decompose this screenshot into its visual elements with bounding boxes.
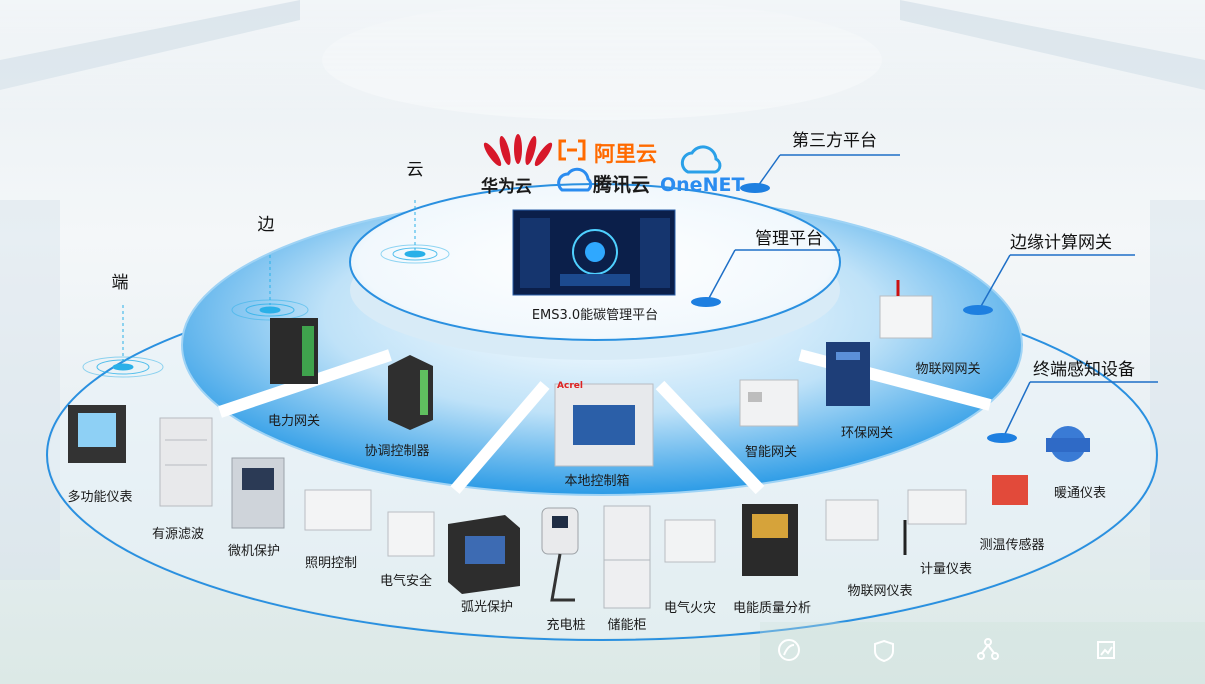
edge-device-label: 电力网关	[267, 414, 321, 429]
edge-device-label: 本地控制箱	[564, 474, 630, 489]
tencent-cloud-label: 腾讯云	[593, 174, 651, 196]
edge-device-label: 环保网关	[840, 426, 894, 441]
temperature-sensor-device	[992, 475, 1028, 505]
end-device-label: 多功能仪表	[67, 490, 133, 505]
network-icon	[977, 638, 999, 660]
huawei-logo-icon	[483, 134, 553, 167]
power-gateway-device	[270, 318, 318, 384]
aliyun-logo-icon	[558, 139, 586, 161]
cloud-pulse	[380, 200, 450, 264]
end-device-label: 微机保护	[227, 544, 281, 559]
end-device-label: 暖通仪表	[1053, 486, 1107, 501]
iot-meter-device	[825, 499, 907, 555]
callout-management	[691, 249, 840, 307]
end-device-label: 电气火灾	[663, 601, 717, 616]
electrical-fire-device	[664, 519, 716, 563]
electrical-safety-device	[387, 511, 435, 557]
brand-label: Acrel	[557, 381, 583, 391]
tier-label-end: 端	[111, 273, 129, 293]
onenet-label: OneNET	[660, 174, 745, 196]
metering-meter-device	[907, 489, 967, 525]
callout-label-third-party: 第三方平台	[792, 131, 877, 151]
callout-terminal	[987, 381, 1158, 443]
hvac-meter-device	[1046, 426, 1090, 462]
microcomputer-protection-device	[231, 457, 285, 529]
leaf-icon	[778, 639, 800, 661]
end-device-label: 测温传感器	[979, 538, 1045, 553]
end-device-label: 物联网仪表	[847, 584, 913, 599]
charging-pile-device	[541, 507, 579, 602]
callout-label-edge-gateway: 边缘计算网关	[1010, 233, 1112, 253]
end-device-label: 弧光保护	[460, 600, 514, 615]
callout-edge-gateway	[963, 254, 1135, 315]
local-control-box-device	[554, 383, 654, 467]
onenet-logo-icon	[680, 145, 722, 174]
active-filter-device	[159, 417, 213, 507]
env-gateway-device	[826, 342, 870, 406]
ems-screen	[512, 209, 676, 296]
lighting-control-device	[304, 489, 372, 531]
tier-label-edge: 边	[257, 215, 275, 235]
background	[0, 0, 1205, 580]
multifunction-meter-device	[68, 405, 126, 463]
smart-gateway-device	[739, 379, 799, 427]
edge-device-label: 智能网关	[744, 445, 798, 460]
iot-gateway-device	[879, 280, 933, 339]
aliyun-label: 阿里云	[594, 142, 657, 166]
tier-label-cloud: 云	[406, 160, 424, 180]
power-quality-device	[742, 504, 798, 576]
end-device-label: 有源滤波	[151, 527, 205, 542]
end-device-label: 电能质量分析	[732, 601, 812, 616]
callout-third-party	[740, 154, 900, 193]
end-pulse	[82, 305, 164, 378]
huawei-cloud-label: 华为云	[481, 177, 532, 197]
coordination-controller-device	[388, 355, 433, 430]
end-device-label: 照明控制	[304, 556, 358, 571]
callout-label-management: 管理平台	[755, 229, 823, 249]
energy-storage-device	[603, 505, 651, 609]
platform-label: EMS3.0能碳管理平台	[531, 308, 659, 323]
end-device-label: 电气安全	[379, 574, 433, 589]
end-device-label: 充电桩	[546, 618, 586, 633]
callout-label-terminal: 终端感知设备	[1033, 360, 1135, 380]
edge-device-label: 协调控制器	[364, 444, 430, 459]
chart-icon	[1097, 641, 1115, 659]
arc-protection-device	[448, 515, 520, 594]
edge-device-label: 物联网网关	[915, 362, 981, 377]
tencent-logo-icon	[557, 167, 593, 192]
end-device-label: 计量仪表	[919, 562, 973, 577]
shield-icon	[874, 639, 894, 663]
end-device-label: 储能柜	[607, 618, 647, 633]
